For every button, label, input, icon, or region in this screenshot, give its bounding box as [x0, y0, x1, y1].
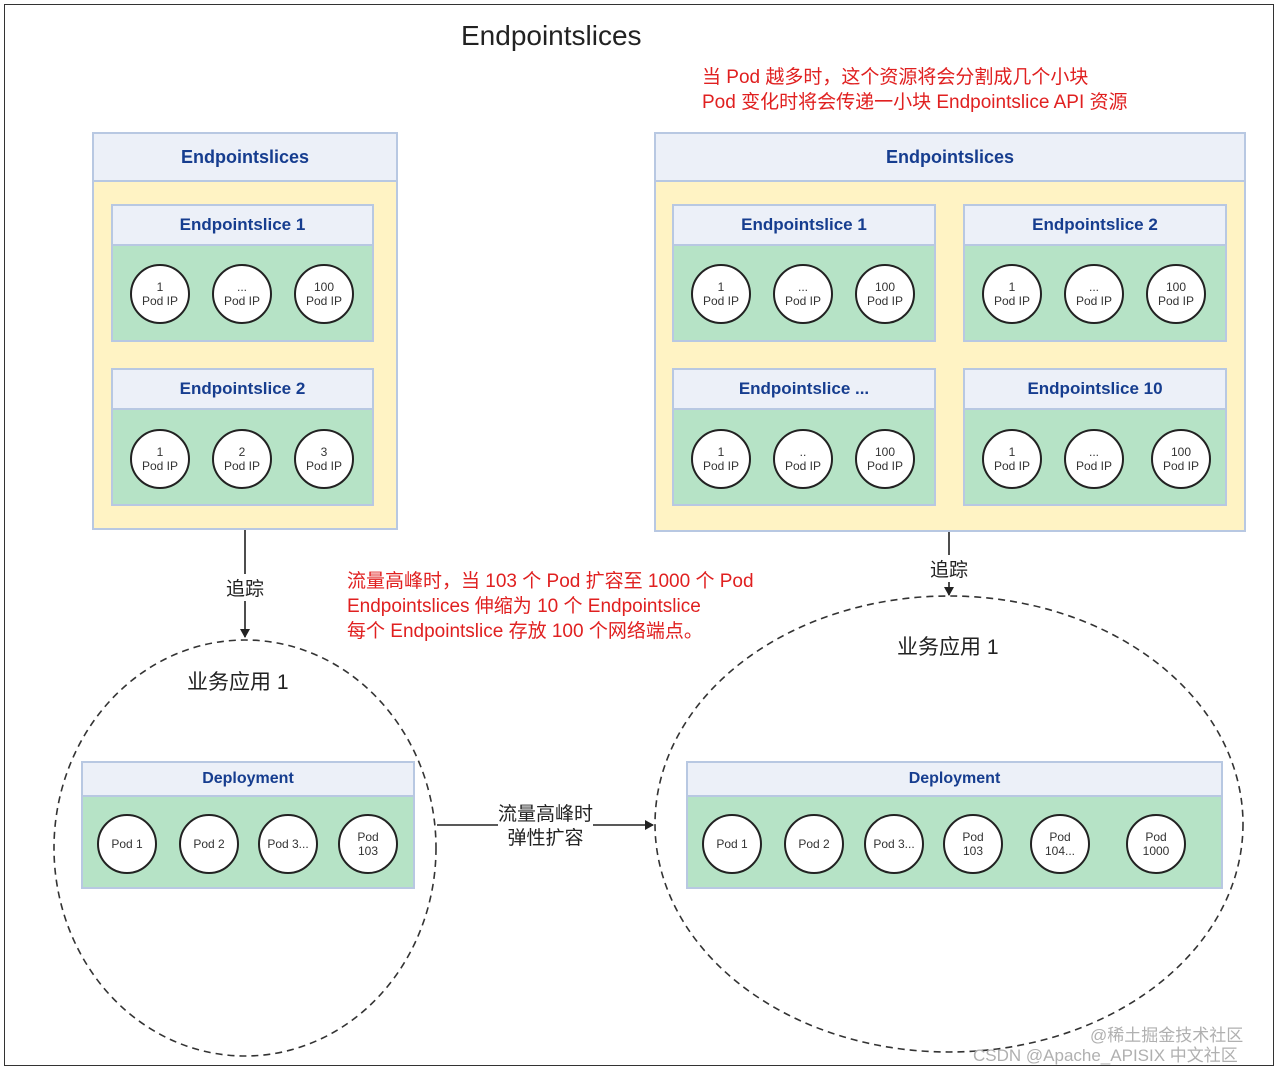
pod-ip-node: ...Pod IP — [1064, 264, 1124, 324]
scale-label-line: 流量高峰时 — [498, 803, 594, 827]
left-group-title: Endpointslices — [94, 134, 396, 182]
deployment-title: Deployment — [83, 763, 413, 797]
note-mid-line: Endpointslices 伸缩为 10 个 Endpointslice — [347, 596, 701, 617]
diagram-title: Endpointslices — [461, 20, 642, 51]
right-app-label: 业务应用 1 — [897, 636, 999, 659]
scale-label-line: 弹性扩容 — [507, 828, 584, 849]
pod-ip-node: ...Pod IP — [212, 264, 272, 324]
note-mid-line: 流量高峰时，当 103 个 Pod 扩容至 1000 个 Pod — [347, 571, 754, 592]
pod-ip-node: ..Pod IP — [773, 429, 833, 489]
slice-title: Endpointslice 1 — [113, 206, 372, 246]
right-track-label: 追踪 — [930, 555, 969, 582]
note-top: 当 Pod 越多时，这个资源将会分割成几个小块 Pod 变化时将会传递一小块 E… — [702, 65, 1128, 115]
pod-node: Pod 2 — [784, 814, 844, 874]
scale-label: 流量高峰时 弹性扩容 — [498, 803, 594, 851]
note-top-line: Pod 变化时将会传递一小块 Endpointslice API 资源 — [702, 92, 1128, 113]
note-top-line: 当 Pod 越多时，这个资源将会分割成几个小块 — [702, 67, 1089, 88]
slice-title: Endpointslice 10 — [965, 370, 1225, 410]
pod-node: Pod 1 — [702, 814, 762, 874]
right-app-ellipse — [654, 595, 1244, 1053]
pod-node: Pod 3... — [864, 814, 924, 874]
diagram-frame — [4, 4, 1274, 1066]
pod-ip-node: ...Pod IP — [773, 264, 833, 324]
watermark-juejin: @稀土掘金技术社区 — [1090, 1026, 1244, 1045]
note-middle: 流量高峰时，当 103 个 Pod 扩容至 1000 个 Pod Endpoin… — [347, 569, 754, 644]
left-app-label: 业务应用 1 — [187, 671, 289, 694]
slice-title: Endpointslice ... — [674, 370, 934, 410]
pod-ip-node: ...Pod IP — [1064, 429, 1124, 489]
right-group-title: Endpointslices — [656, 134, 1244, 182]
watermark-csdn: CSDN @Apache_APISIX 中文社区 — [973, 1046, 1238, 1065]
pod-node: Pod 3... — [258, 814, 318, 874]
pod-node: Pod 2 — [179, 814, 239, 874]
slice-title: Endpointslice 2 — [113, 370, 372, 410]
left-app-ellipse — [53, 639, 437, 1057]
slice-title: Endpointslice 2 — [965, 206, 1225, 246]
note-mid-line: 每个 Endpointslice 存放 100 个网络端点。 — [347, 621, 703, 642]
pod-node: Pod 1 — [97, 814, 157, 874]
deployment-title: Deployment — [688, 763, 1221, 797]
left-track-label: 追踪 — [226, 574, 265, 601]
slice-title: Endpointslice 1 — [674, 206, 934, 246]
